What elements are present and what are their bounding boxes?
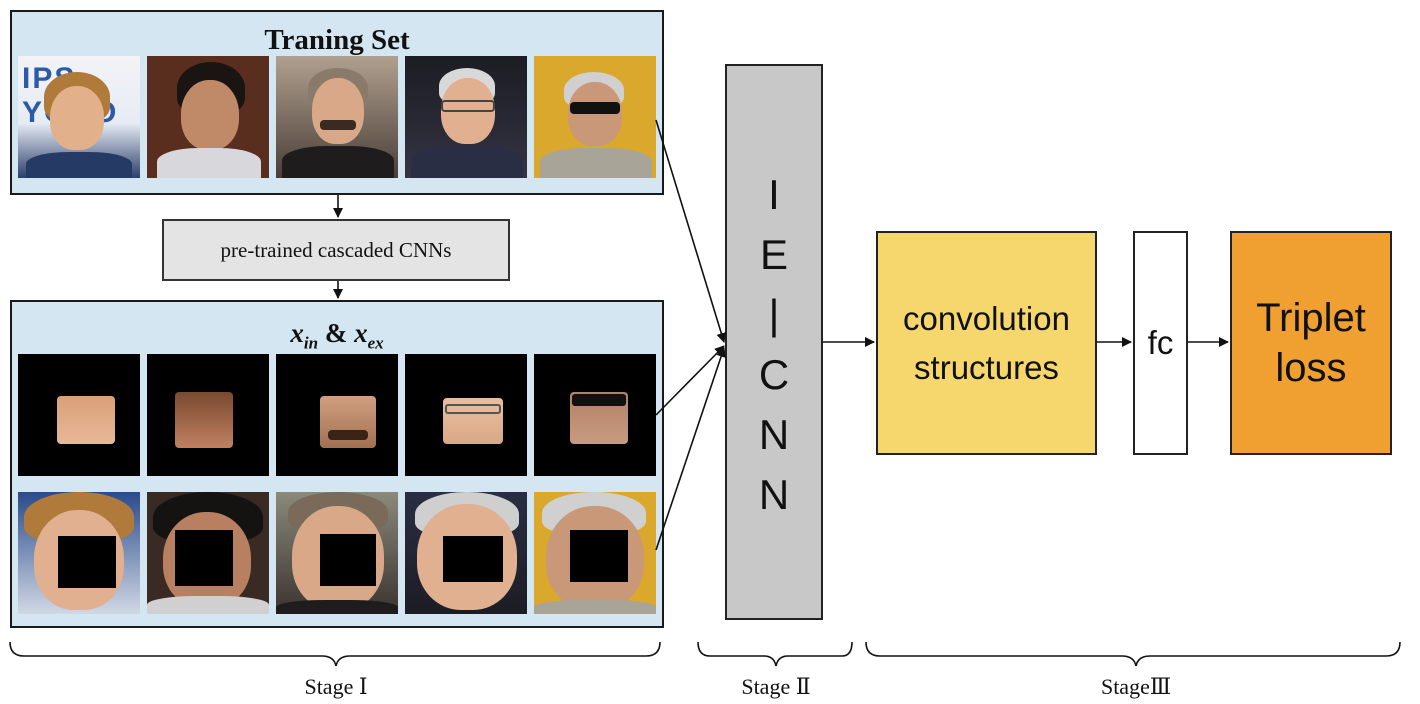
arrow-internal-to-iecnn: [655, 345, 725, 416]
stage-1-label: Stage Ⅰ: [304, 674, 368, 699]
internal-crop-3: [276, 354, 398, 476]
brace-stage-1: [9, 641, 661, 667]
triplet-line-1: Triplet: [1256, 296, 1366, 340]
occlusion-mask: [175, 530, 233, 586]
training-photo-2: [147, 56, 269, 178]
iecnn-letter-i: I: [768, 171, 780, 218]
iecnn-letter-c: C: [758, 351, 790, 398]
arrow-training-to-iecnn: [655, 119, 727, 343]
arrow-occluded-to-iecnn: [655, 347, 726, 551]
stage-2-label: Stage Ⅱ: [741, 674, 811, 699]
title-x-ex: x: [354, 318, 368, 348]
internal-crop-1: [18, 354, 140, 476]
title-sub-in: in: [303, 333, 319, 353]
training-photo-3: [276, 56, 398, 178]
triplet-line-2: loss: [1275, 346, 1347, 390]
convolution-structures-box: convolution structures: [876, 231, 1097, 455]
training-photo-4: [405, 56, 527, 178]
fc-box: fc: [1133, 231, 1188, 455]
occluded-photo-4: [405, 492, 527, 614]
occlusion-mask: [320, 534, 376, 586]
occluded-photo-3: [276, 492, 398, 614]
iecnn-letter-n2: N: [758, 471, 790, 518]
conv-line-1: convolution: [903, 299, 1070, 337]
crop-set-title: xin & xex: [12, 318, 662, 353]
title-x-in: x: [290, 318, 304, 348]
occlusion-mask: [570, 530, 628, 582]
internal-crop-2: [147, 354, 269, 476]
occlusion-mask: [443, 536, 503, 582]
triplet-loss-box: Triplet loss: [1230, 231, 1392, 455]
title-amp: &: [324, 318, 348, 348]
training-photo-5: [534, 56, 656, 178]
title-sub-ex: ex: [367, 333, 384, 353]
pretrained-cnn-box: pre-trained cascaded CNNs: [162, 219, 510, 281]
brace-stage-2: [697, 641, 853, 667]
occluded-photo-5: [534, 492, 656, 614]
training-set-title: Traning Set: [264, 24, 410, 56]
brace-stage-3: [865, 641, 1401, 667]
iecnn-letter-bar: |: [768, 291, 780, 338]
iecnn-letter-n1: N: [758, 411, 790, 458]
iecnn-letter-e: E: [759, 231, 788, 278]
internal-crop-5: [534, 354, 656, 476]
iecnn-box: I E | C N N: [725, 64, 823, 620]
occluded-photo-2: [147, 492, 269, 614]
occlusion-mask: [58, 536, 116, 588]
stage-3-label: StageⅢ: [1100, 674, 1172, 699]
conv-line-2: structures: [914, 349, 1059, 386]
training-photo-1: IPS YOKO: [18, 56, 140, 178]
occluded-photo-1: [18, 492, 140, 614]
internal-crop-4: [405, 354, 527, 476]
